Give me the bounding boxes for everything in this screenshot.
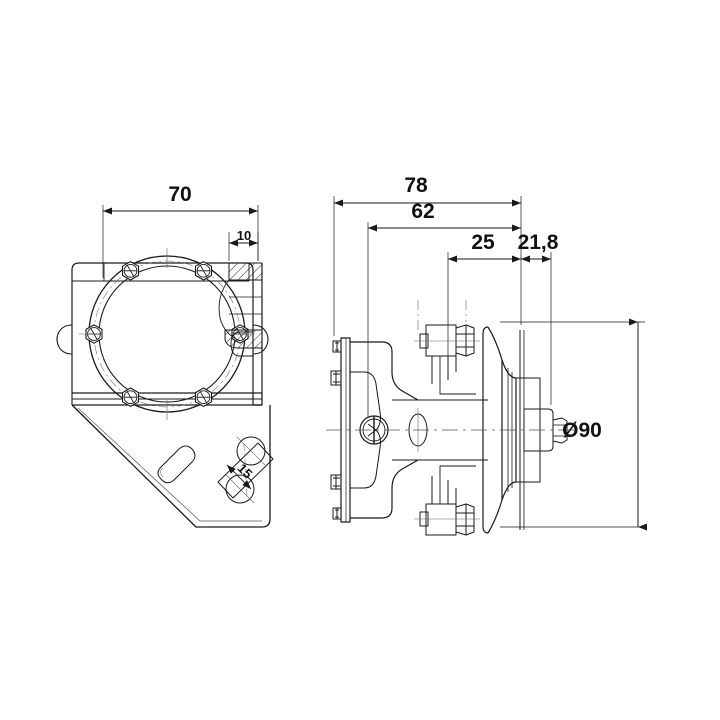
side-view-dimensions: 78 62 25 21,8 Ø90	[333, 174, 647, 531]
dimension-25: 25	[471, 231, 495, 254]
lower-bolt-assembly	[414, 465, 480, 536]
dimension-diameter-90: Ø90	[562, 419, 602, 442]
section-hatch-upper	[228, 262, 263, 281]
flange-bolt-heads	[330, 340, 341, 520]
hex-bolt	[121, 261, 140, 281]
front-view	[56, 248, 274, 528]
section-hatch-lower	[224, 329, 263, 349]
dimension-70: 70	[168, 183, 191, 206]
hex-bolt	[121, 387, 140, 407]
dimension-62: 62	[411, 200, 434, 223]
dimension-78: 78	[404, 174, 428, 197]
hex-bolt	[194, 387, 213, 407]
hex-bolt	[194, 261, 213, 281]
oblong-slot	[157, 445, 196, 484]
upper-bolt-assembly	[414, 324, 480, 395]
dimension-10: 10	[237, 228, 251, 243]
side-view	[326, 300, 578, 536]
pulley-hub	[523, 408, 568, 452]
dimension-21-8: 21,8	[518, 231, 559, 254]
